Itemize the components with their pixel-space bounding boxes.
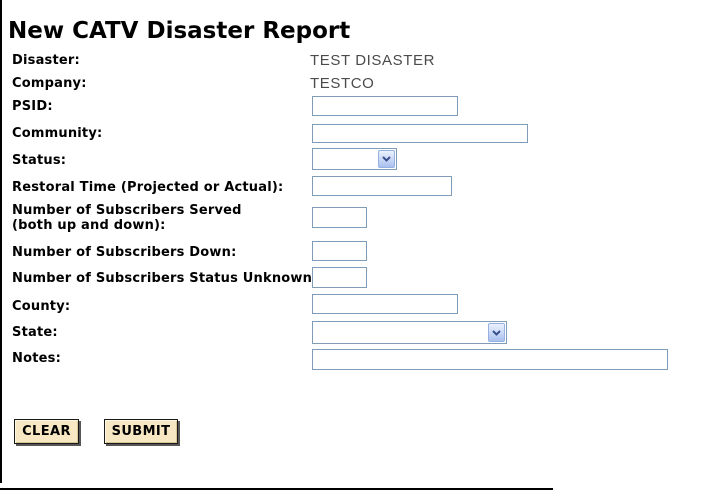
status-select[interactable]	[312, 148, 397, 170]
frame-border-left	[0, 0, 2, 483]
notes-input[interactable]	[312, 349, 668, 370]
notes-label: Notes:	[12, 351, 61, 366]
county-label: County:	[12, 299, 71, 314]
company-label: Company:	[12, 76, 87, 91]
company-value: TESTCO	[310, 75, 375, 92]
state-select[interactable]	[312, 321, 507, 344]
community-label: Community:	[12, 126, 103, 141]
community-input[interactable]	[312, 124, 528, 143]
submit-button[interactable]: SUBMIT	[104, 419, 178, 444]
psid-label: PSID:	[12, 99, 53, 114]
status-label: Status:	[12, 153, 67, 168]
clear-button[interactable]: CLEAR	[14, 419, 79, 444]
county-input[interactable]	[312, 294, 458, 314]
page-title: New CATV Disaster Report	[8, 18, 351, 45]
subscribers-down-input[interactable]	[312, 241, 367, 261]
subscribers-unknown-input[interactable]	[312, 267, 367, 288]
chevron-down-icon[interactable]	[378, 150, 395, 168]
state-label: State:	[12, 325, 58, 340]
disaster-value: TEST DISASTER	[310, 52, 436, 69]
restoral-time-label: Restoral Time (Projected or Actual):	[12, 180, 284, 195]
restoral-time-input[interactable]	[312, 176, 452, 196]
chevron-down-icon[interactable]	[488, 323, 505, 342]
subscribers-down-label: Number of Subscribers Down:	[12, 245, 237, 260]
subscribers-unknown-label: Number of Subscribers Status Unknown:	[12, 271, 318, 286]
psid-input[interactable]	[312, 96, 458, 116]
subscribers-served-label-line2: (both up and down):	[12, 218, 166, 233]
disaster-label: Disaster:	[12, 53, 80, 68]
frame-border-bottom	[0, 488, 553, 490]
subscribers-served-label: Number of Subscribers Served (both up an…	[12, 203, 312, 233]
subscribers-served-label-line1: Number of Subscribers Served	[12, 203, 242, 218]
subscribers-served-input[interactable]	[312, 207, 367, 228]
